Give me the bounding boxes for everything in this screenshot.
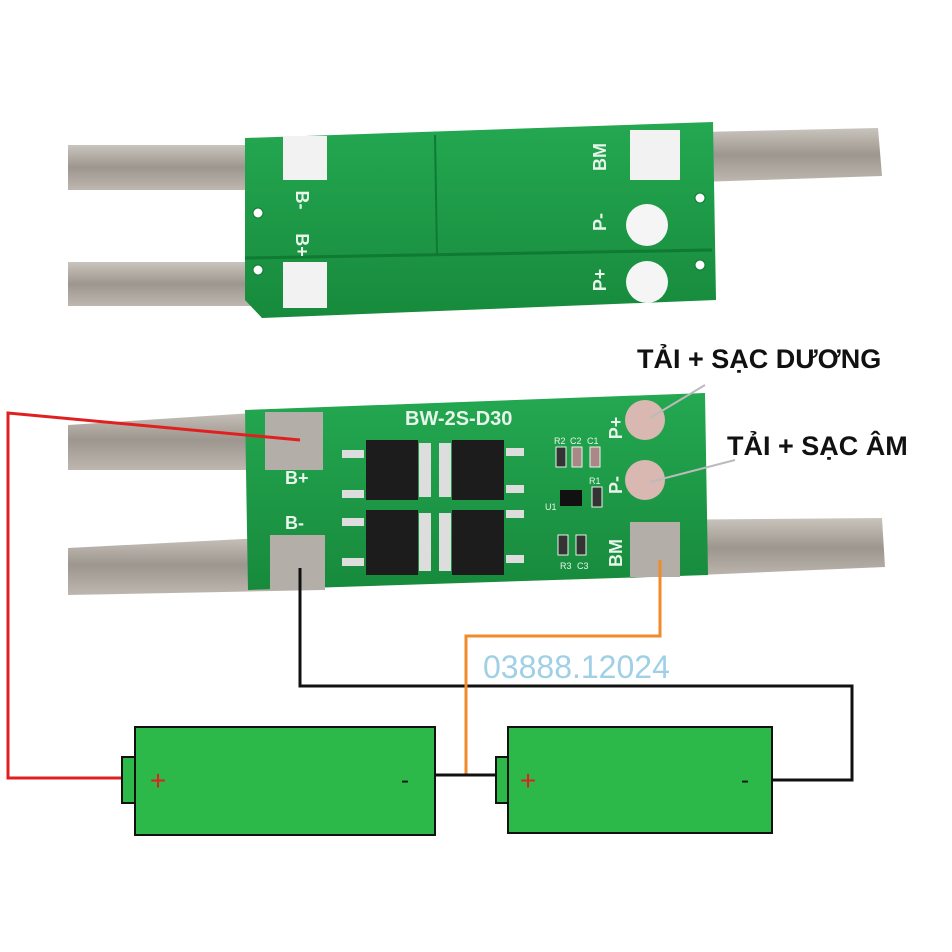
p-plus-pad bbox=[626, 261, 668, 303]
label-load-charge-negative: TẢI + SẠC ÂM bbox=[727, 429, 908, 461]
label-b-minus: B- bbox=[285, 513, 304, 533]
solder-pad bbox=[283, 262, 327, 308]
mosfet bbox=[366, 440, 431, 500]
solder-pad bbox=[630, 130, 680, 180]
bottom-board: BW-2S-D30 B+ B- P+ P- BM R2 C2 C1 R1 U1 … bbox=[68, 393, 885, 595]
nickel-strip bbox=[68, 262, 253, 306]
mosfet bbox=[439, 510, 504, 575]
solder-pad bbox=[270, 535, 325, 590]
battery-2: + - bbox=[495, 726, 773, 834]
label-c1: C1 bbox=[587, 436, 599, 446]
label-b-plus: B+ bbox=[292, 233, 312, 257]
label-p-plus: P+ bbox=[590, 269, 610, 292]
battery-1: + - bbox=[121, 726, 436, 836]
nickel-strip bbox=[68, 145, 253, 190]
p-plus-pad bbox=[625, 400, 665, 440]
phone-number: 03888.12024 bbox=[483, 649, 670, 685]
mosfet bbox=[366, 510, 431, 575]
board-model: BW-2S-D30 bbox=[405, 408, 512, 430]
solder-pad bbox=[265, 412, 323, 470]
label-r3: R3 bbox=[560, 561, 572, 571]
battery-plus: + bbox=[520, 765, 536, 796]
label-r1: R1 bbox=[589, 476, 601, 486]
solder-pad bbox=[630, 522, 680, 577]
battery-minus: - bbox=[741, 767, 749, 794]
p-minus-pad bbox=[626, 204, 668, 246]
label-b-minus: B- bbox=[292, 191, 312, 210]
label-p-plus: P+ bbox=[606, 417, 626, 440]
label-u1: U1 bbox=[545, 502, 557, 512]
battery-plus: + bbox=[150, 765, 166, 796]
label-b-plus: B+ bbox=[285, 468, 309, 488]
label-bm: BM bbox=[606, 539, 626, 567]
ic-u1 bbox=[560, 490, 582, 506]
wire-red bbox=[6, 411, 301, 780]
top-board: B- B+ BM P- P+ bbox=[68, 122, 882, 318]
label-bm: BM bbox=[590, 143, 610, 171]
wire-black bbox=[298, 568, 854, 782]
label-r2: R2 bbox=[554, 436, 566, 446]
p-minus-pad bbox=[625, 460, 665, 500]
label-p-minus: P- bbox=[606, 476, 626, 494]
battery-minus: - bbox=[401, 767, 409, 794]
label-c2: C2 bbox=[570, 436, 582, 446]
label-c3: C3 bbox=[577, 561, 589, 571]
solder-pad bbox=[283, 136, 327, 180]
label-p-minus: P- bbox=[590, 213, 610, 231]
nickel-strip bbox=[700, 128, 882, 182]
pcb bbox=[245, 122, 716, 318]
mosfet bbox=[439, 440, 504, 500]
wire-orange bbox=[464, 560, 662, 775]
label-load-charge-positive: TẢI + SẠC DƯƠNG bbox=[637, 342, 881, 374]
